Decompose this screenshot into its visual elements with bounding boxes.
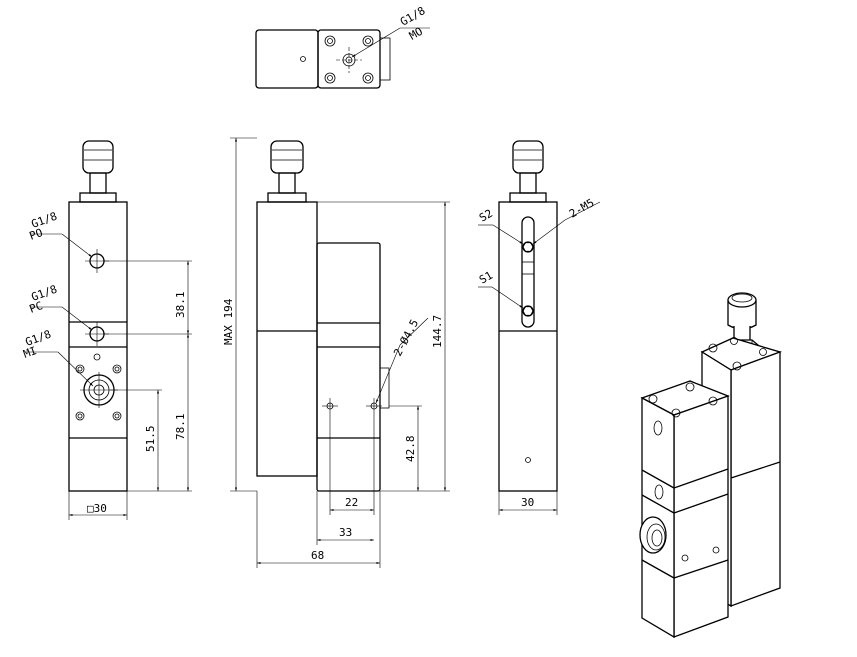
mi-name-label: MI	[22, 344, 39, 361]
dim-38-1: 38.1	[174, 292, 187, 319]
dim-sq30: □30	[87, 502, 107, 515]
dim-78-1: 78.1	[174, 414, 187, 441]
isometric-view	[639, 292, 783, 639]
dim-51-5: 51.5	[144, 426, 157, 453]
side-view	[230, 137, 450, 568]
s1-label: S1	[477, 269, 495, 287]
po-name-label: PO	[28, 226, 45, 243]
pc-name-label: PC	[28, 299, 45, 316]
rear-view	[478, 140, 601, 515]
dim-68: 68	[311, 549, 324, 562]
top-port-name-label: MO	[407, 25, 425, 43]
dim-22: 22	[345, 496, 358, 509]
s2-label: S2	[477, 207, 495, 225]
dim-30: 30	[521, 496, 534, 509]
top-view	[255, 27, 430, 89]
front-view	[28, 140, 192, 520]
m5-label: 2-M5	[567, 196, 596, 221]
top-port-thread-label: G1/8	[398, 4, 427, 29]
dim-42-8: 42.8	[404, 436, 417, 463]
dim-33: 33	[339, 526, 352, 539]
dim-144-7: 144.7	[431, 315, 444, 348]
hole-label: 2-Ø4.5	[391, 317, 421, 358]
dim-max194: MAX 194	[222, 298, 235, 345]
